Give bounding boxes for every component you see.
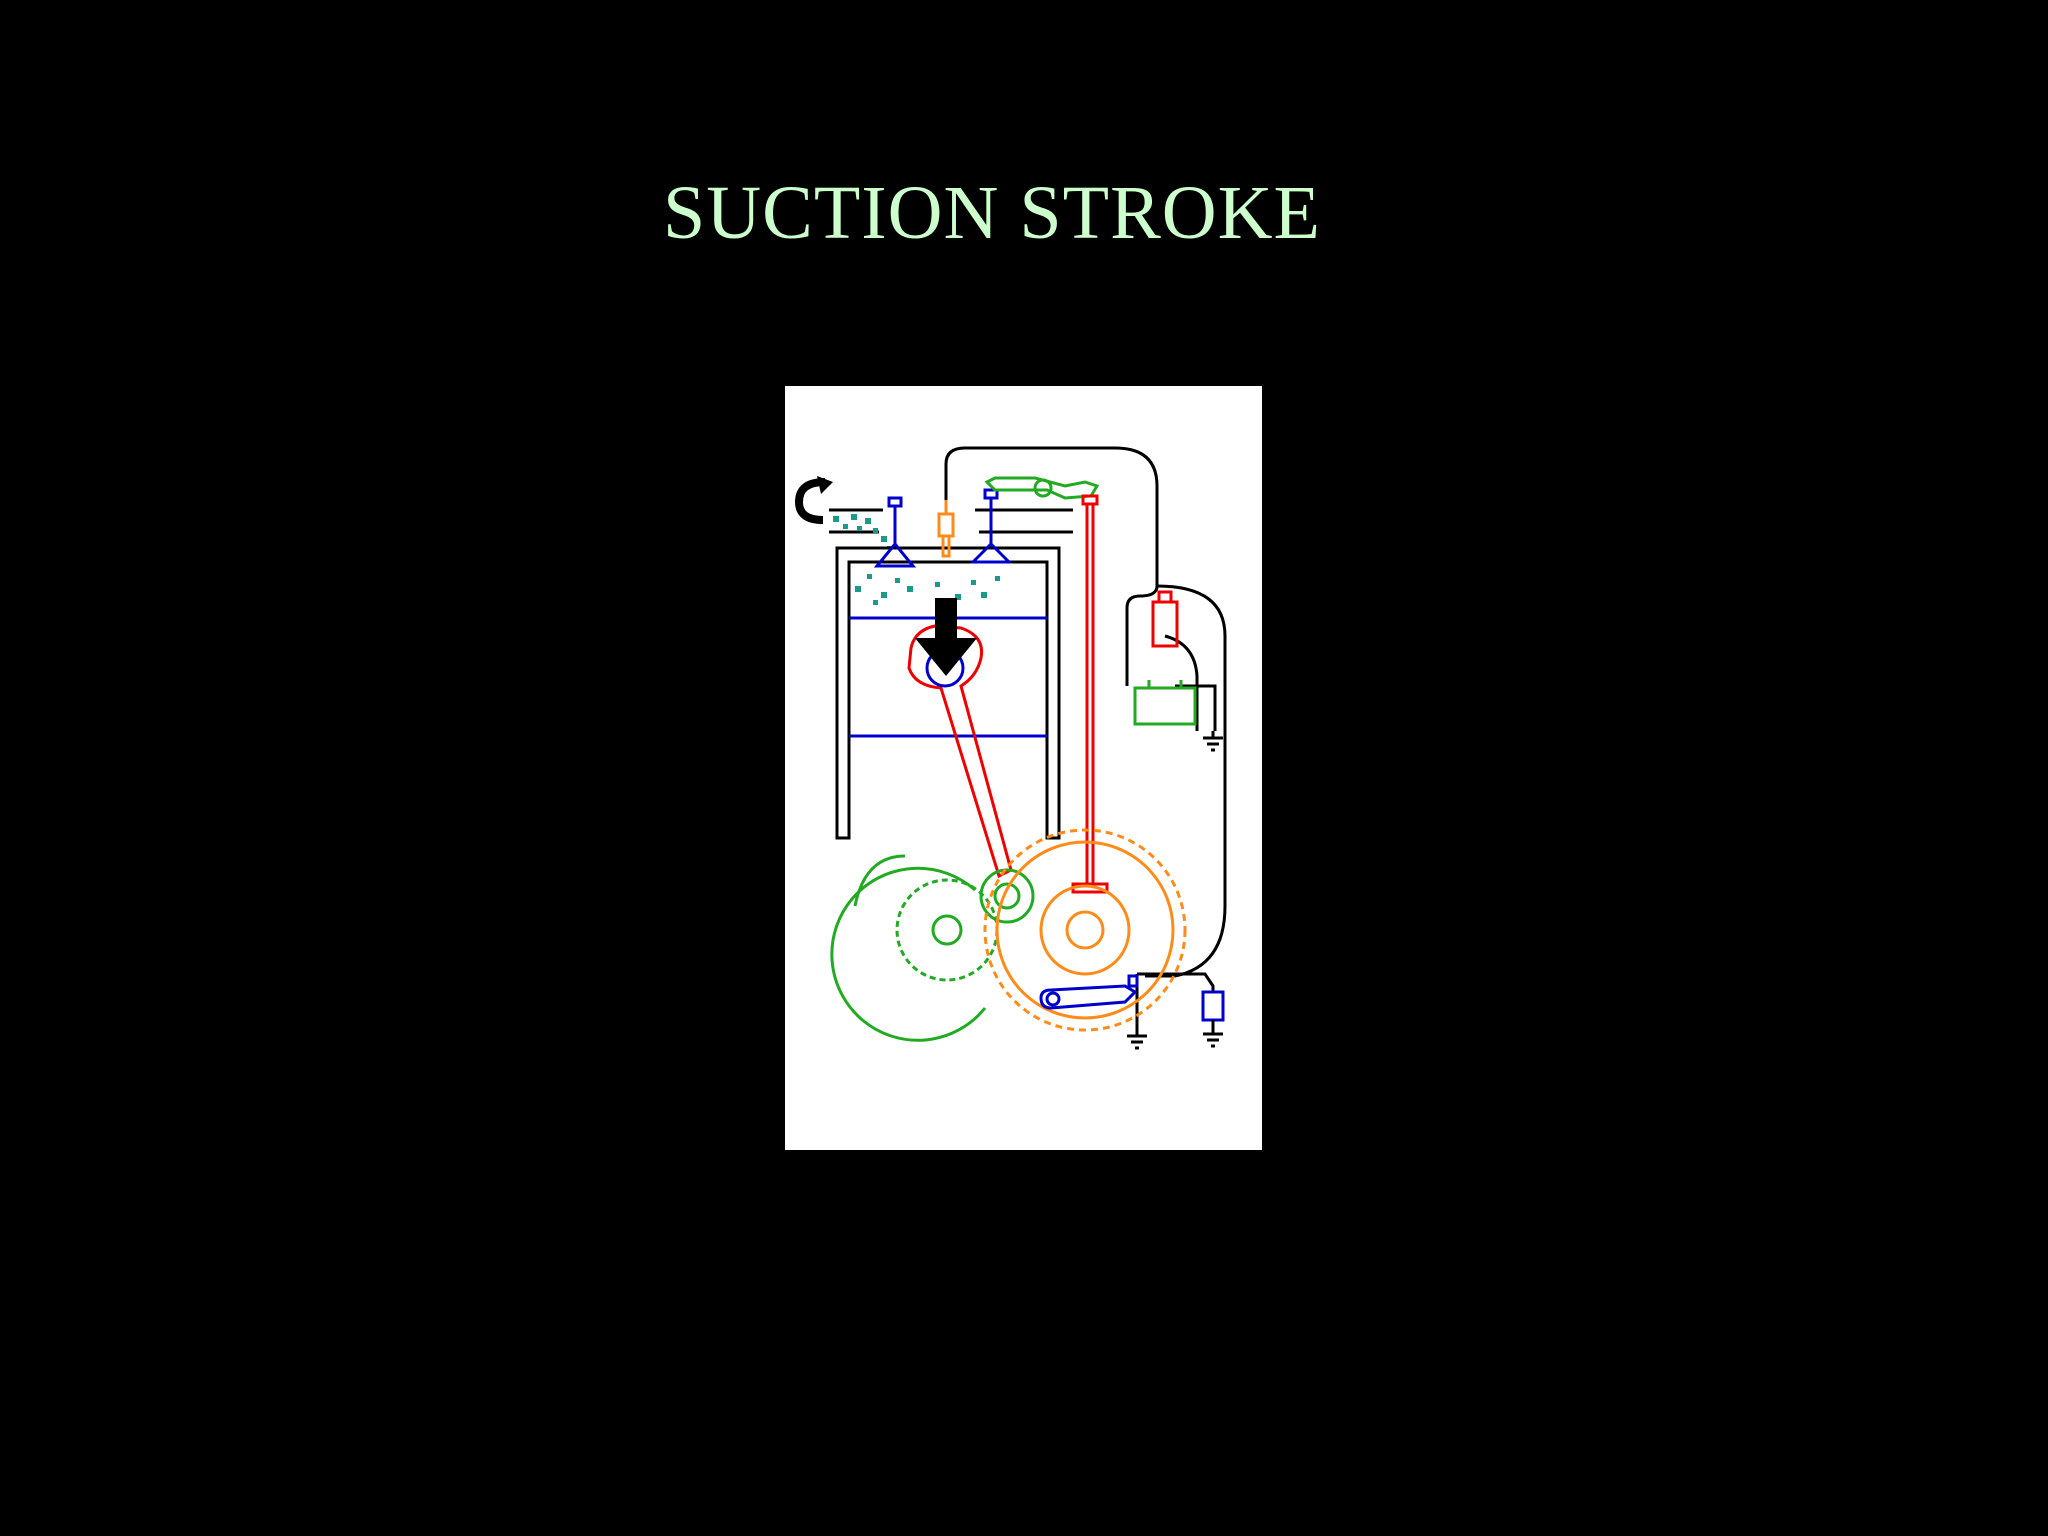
crank-gear (983, 828, 1187, 1032)
connecting-rod (907, 624, 1013, 879)
condenser (1201, 990, 1225, 1022)
exhaust-valve (969, 488, 1013, 564)
ignition-coil (1151, 590, 1179, 648)
battery (1133, 680, 1197, 726)
spark-plug (937, 500, 955, 558)
cylinder (835, 546, 1061, 840)
ground-symbol-icon (1203, 731, 1223, 752)
four-stroke-engine-diagram (794, 446, 1227, 1050)
engine-diagram-panel (785, 386, 1262, 1150)
curved-arrow-icon (794, 478, 826, 524)
push-rod (1071, 494, 1109, 894)
intake-valve (873, 496, 917, 568)
intake-port (829, 508, 883, 534)
rocker-arm (984, 476, 1100, 500)
curved-arrow-head (817, 476, 833, 494)
cam-gear (830, 854, 1035, 1042)
ground-symbol-icon (1127, 1026, 1147, 1050)
contact-breaker (1039, 974, 1139, 1010)
ground-symbol-icon (1203, 1020, 1223, 1048)
down-arrow-icon (915, 598, 977, 676)
slide-title: SUCTION STROKE (663, 171, 1321, 255)
